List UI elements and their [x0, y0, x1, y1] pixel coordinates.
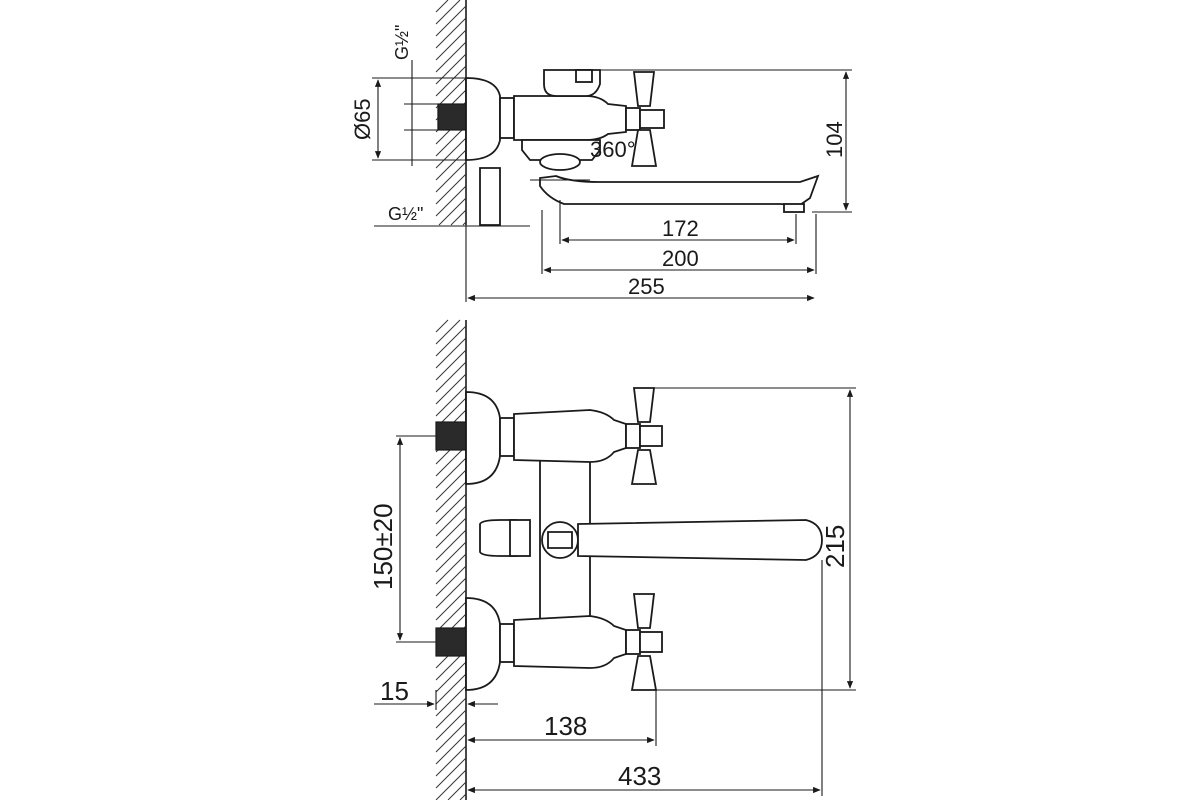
wall-hatch-line — [435, 697, 467, 729]
label-433: 433 — [618, 761, 661, 791]
wall-hatch-line — [435, 0, 461, 25]
wall-hatch-line — [435, 185, 467, 217]
wall-hatch-line — [435, 541, 467, 573]
wall-hatch-line — [435, 337, 467, 369]
spout-front — [577, 519, 823, 561]
spout-top — [539, 174, 820, 206]
label-height: 104 — [822, 121, 847, 158]
wall-hatch-line — [435, 41, 467, 73]
wall-hatch-line — [459, 793, 467, 800]
wall-hatch-line — [435, 529, 467, 561]
wall-hatch-line — [435, 53, 467, 85]
mixer-body-top — [513, 95, 627, 141]
wall-hatch-line — [435, 319, 461, 345]
label-138: 138 — [544, 711, 587, 741]
inlet-upper — [435, 421, 467, 451]
wall-hatch-line — [435, 445, 467, 477]
label-center-distance: 150±20 — [368, 503, 398, 590]
nut-top — [499, 97, 515, 139]
wall-hatch-line — [435, 673, 467, 705]
wall-hatch-line — [435, 505, 467, 537]
wall-hatch-line — [435, 493, 467, 525]
wall-hatch-line — [435, 65, 467, 97]
front-view: 150±20 215 15 138 433 — [368, 319, 856, 800]
wall-hatch-line — [435, 173, 467, 205]
label-200: 200 — [662, 246, 699, 271]
wall-hatch-line — [435, 769, 467, 800]
wall-hatch-line — [435, 17, 467, 49]
wall-hatch-line — [435, 5, 467, 37]
wall-hatch-line — [435, 0, 449, 13]
handle-top — [625, 71, 665, 167]
wall-hatch-line — [435, 77, 467, 109]
wall-hatch-line — [435, 469, 467, 501]
handle-lower — [625, 593, 663, 691]
wall-hatch-line — [435, 601, 467, 633]
wall-hatch-line — [435, 517, 467, 549]
label-thread-top: G½" — [392, 25, 412, 60]
inlet-lower — [435, 627, 467, 657]
label-172: 172 — [662, 216, 699, 241]
wall-hatch-line — [435, 757, 467, 789]
wall-hatch-line — [435, 319, 449, 333]
wall-hatch-line — [435, 481, 467, 513]
wall-hatch-line — [462, 221, 467, 226]
wall-hatch-line — [435, 565, 467, 597]
escutcheon-top — [465, 77, 501, 161]
escutcheon-upper — [465, 391, 501, 485]
wall-hatch-line — [435, 685, 467, 717]
arm-upper — [513, 409, 627, 463]
wall-hatch-line — [435, 29, 467, 61]
escutcheon-lower — [465, 597, 501, 691]
wall-hatch-line — [435, 661, 467, 693]
top-view: G½" Ø65 360° 104 G½" 172 200 255 — [350, 0, 852, 302]
wall-hatch-line — [435, 721, 467, 753]
wall-hatch-line — [435, 733, 467, 765]
label-15: 15 — [380, 676, 409, 706]
wall-hatch-line — [435, 553, 467, 585]
swivel-ring — [539, 153, 581, 171]
lower-body-top — [521, 139, 601, 161]
label-rotation: 360° — [590, 137, 636, 162]
wall-front — [435, 319, 467, 800]
wall-hatch-line — [435, 589, 467, 621]
wall-hatch-line — [435, 325, 467, 357]
wall-hatch-line — [435, 385, 467, 417]
wall-hatch-line — [438, 197, 467, 226]
wall-hatch-line — [435, 349, 467, 381]
wall-hatch-line — [447, 781, 467, 800]
wall-hatch-line — [435, 709, 467, 741]
wall-hatch-line — [435, 137, 467, 169]
wall-hatch-line — [435, 745, 467, 777]
label-255: 255 — [628, 274, 665, 299]
shower-outlet — [479, 167, 501, 226]
wall-hatch-line — [435, 457, 467, 489]
handle-upper — [625, 387, 663, 485]
wall-hatch-line — [435, 373, 467, 405]
wall-hatch-line — [435, 149, 467, 181]
wall-hatch-line — [435, 577, 467, 609]
arm-lower — [513, 615, 627, 669]
label-215: 215 — [820, 525, 850, 568]
label-thread-bottom: G½" — [388, 204, 423, 224]
wall-hatch-line — [450, 209, 467, 226]
wall-hatch-line — [435, 361, 467, 393]
inlet-thread-top — [437, 103, 467, 131]
wall-hatch-line — [435, 161, 467, 193]
wall-hatch-line — [435, 125, 467, 157]
label-diameter: Ø65 — [350, 98, 375, 140]
